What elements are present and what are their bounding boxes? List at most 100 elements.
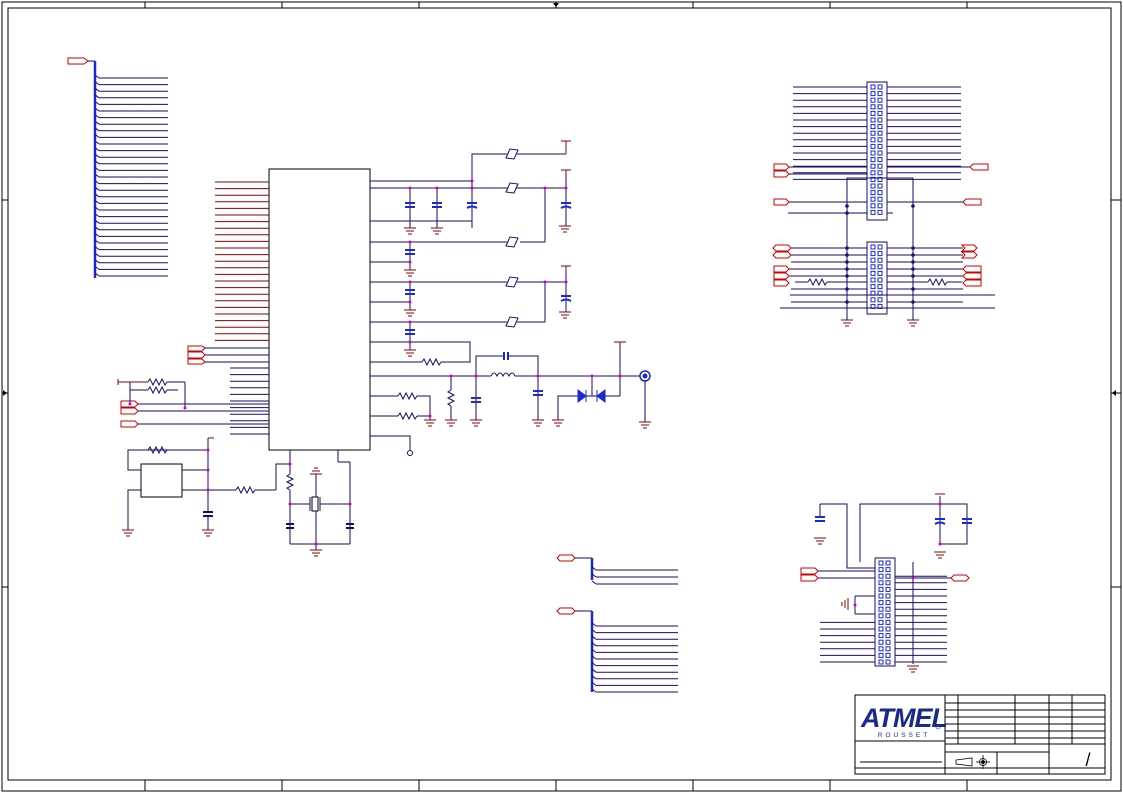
- wire: [591, 573, 597, 578]
- rf-grounds: [424, 419, 651, 429]
- connector-pin: [878, 600, 884, 606]
- wire: [94, 186, 100, 191]
- connector-pin: [870, 84, 876, 90]
- wire: [591, 668, 597, 673]
- connector-pin: [870, 91, 876, 97]
- connector-pin: [878, 586, 884, 592]
- wire: [94, 133, 100, 138]
- connector-pin: [885, 646, 891, 652]
- connector-pin: [870, 183, 876, 189]
- connector-pin: [878, 633, 884, 639]
- connector-pin: [877, 209, 883, 215]
- connector-pin: [870, 163, 876, 169]
- connector-pin: [878, 560, 884, 566]
- connector-pin: [878, 626, 884, 632]
- connector-pin: [870, 117, 876, 123]
- wire: [94, 213, 100, 218]
- connector-pin: [877, 130, 883, 136]
- rf-caps: [471, 390, 543, 403]
- connector-pin: [870, 203, 876, 209]
- connector-pin: [877, 257, 883, 263]
- connector-pin: [878, 573, 884, 579]
- wire: [94, 199, 100, 204]
- connector-pin: [877, 117, 883, 123]
- connector-pin: [877, 277, 883, 283]
- connector-pin: [877, 176, 883, 182]
- connector-pin: [877, 91, 883, 97]
- connector-pin: [885, 639, 891, 645]
- wire: [94, 114, 100, 118]
- connector-pin: [870, 270, 876, 276]
- connector-pin: [870, 110, 876, 116]
- atmel-logo-subtext: ROUSSET: [878, 732, 930, 739]
- connector-pin: [870, 157, 876, 163]
- connector-pin: [878, 652, 884, 658]
- wire: [94, 219, 100, 224]
- bottom-connector-caps: [815, 516, 972, 525]
- wire: [94, 147, 100, 152]
- wire: [591, 580, 597, 585]
- connector-pin: [877, 157, 883, 163]
- wire: [591, 662, 597, 666]
- connector-pin: [870, 284, 876, 290]
- connector-pin: [870, 130, 876, 136]
- connector-pin: [885, 613, 891, 619]
- connector-pin: [885, 659, 891, 665]
- connector-pin: [885, 593, 891, 599]
- wire: [94, 87, 100, 92]
- bottom-connector-flags: [800, 567, 970, 582]
- wire: [94, 173, 100, 178]
- sheet-mark: /: [1085, 750, 1090, 770]
- wire: [94, 140, 100, 145]
- wire: [94, 259, 100, 264]
- decoupling-network: [370, 140, 571, 367]
- connector-pin: [877, 143, 883, 149]
- connector-pin: [885, 580, 891, 586]
- connector-pin: [870, 104, 876, 110]
- right-connector-grounds: [841, 319, 919, 327]
- connector-pin: [878, 659, 884, 665]
- wire: [94, 193, 100, 198]
- wire: [94, 153, 100, 158]
- wire: [94, 166, 100, 171]
- wire: [94, 265, 100, 270]
- rf-diodes: [577, 389, 606, 403]
- wire: [591, 635, 597, 640]
- connector-pin: [877, 97, 883, 103]
- connector-pin: [885, 560, 891, 566]
- connector-pin: [885, 626, 891, 632]
- connector-pin: [878, 567, 884, 573]
- wire: [94, 252, 100, 257]
- header-connector-top: [789, 81, 970, 221]
- connector-pin: [878, 593, 884, 599]
- connector-pin: [878, 606, 884, 612]
- connector-pin: [870, 244, 876, 250]
- connector-pin: [877, 297, 883, 303]
- wire: [591, 655, 597, 660]
- atmel-logo: ATMEL ROUSSET: [860, 703, 948, 739]
- oscillator-ground-symbols: [122, 467, 322, 557]
- left-port-wires: [117, 347, 269, 425]
- test-point: [407, 450, 413, 456]
- wire: [94, 246, 100, 251]
- wire: [591, 622, 597, 627]
- wire: [94, 101, 100, 105]
- oscillator-module: [140, 463, 183, 498]
- connector-pin: [877, 270, 883, 276]
- middle-bus-1: [556, 554, 678, 585]
- connector-pin: [885, 600, 891, 606]
- connector-pin: [885, 573, 891, 579]
- middle-bus-2: [556, 607, 678, 693]
- connector-pin: [878, 619, 884, 625]
- antenna-connector: [639, 370, 651, 382]
- connector-pin: [870, 143, 876, 149]
- address-bus-left: [67, 57, 168, 278]
- center-arrows: [3, 3, 1116, 396]
- wire: [591, 642, 597, 647]
- connector-pin: [885, 633, 891, 639]
- connector-pin: [870, 297, 876, 303]
- connector-pin: [877, 110, 883, 116]
- connector-pin: [870, 277, 876, 283]
- projection-symbol: [955, 755, 990, 769]
